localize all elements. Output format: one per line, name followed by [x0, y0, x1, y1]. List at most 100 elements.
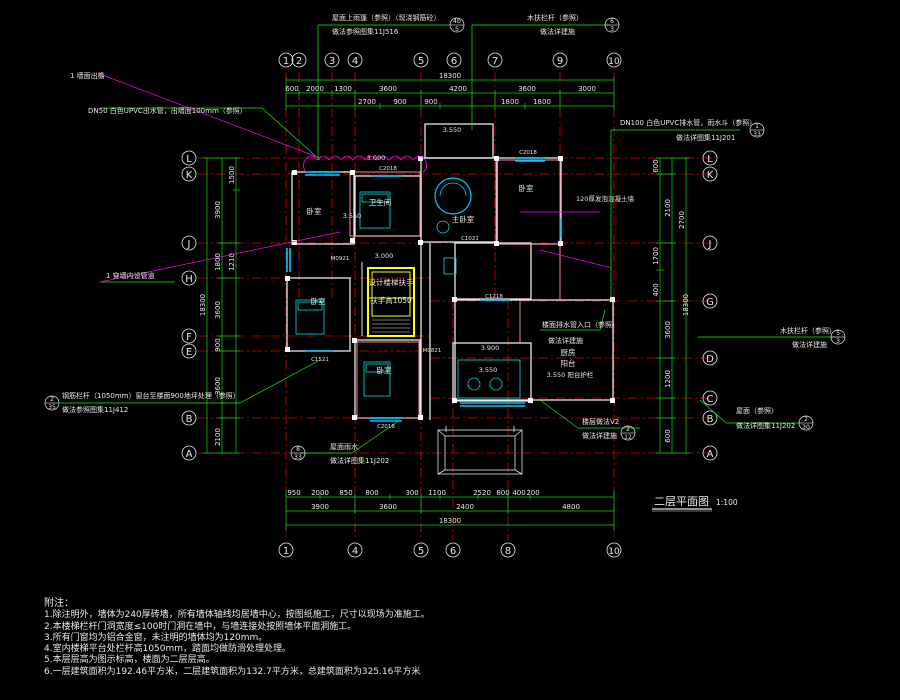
room-name: 厨房 — [561, 347, 576, 357]
note-line: 4.室内楼梯平台处栏杆高1050mm，踏面均做防滑处理处理。 — [44, 644, 292, 655]
dim-total-bottom: 18300 — [439, 517, 461, 525]
dimension-text-bottom: 950 2000 850 800 300 1100 2520 800 400 2… — [287, 489, 580, 525]
callout-page: 3 — [610, 26, 614, 33]
dim-value: 1500 — [228, 166, 236, 184]
axis-label: 4 — [352, 56, 358, 67]
room-name: 卧室 — [311, 296, 326, 306]
dim-value: 2700 — [358, 98, 376, 106]
elevation: 3.550 — [343, 212, 362, 220]
axis-label: 9 — [557, 56, 563, 67]
annotation-sub: 做法详建施 — [792, 340, 827, 349]
dim-value: 850 — [339, 489, 352, 497]
dim-value: 950 — [287, 489, 300, 497]
annotation-text: 楼层做法V2 — [582, 417, 619, 426]
callout-page: 5 — [455, 26, 459, 33]
detail-callout: 2 30 — [798, 415, 814, 431]
notes-title: 附注： — [44, 598, 74, 609]
dim-value: 4200 — [449, 85, 467, 93]
dim-value: 1800 — [533, 98, 551, 106]
detail-callout: 6 3 — [604, 17, 620, 33]
axis-label: C — [707, 394, 714, 405]
dim-value: 1700 — [652, 247, 660, 265]
stair-sub: 扶手高1050 — [370, 295, 412, 305]
dim-total-left: 18300 — [199, 294, 207, 316]
axis-label: 1 — [283, 546, 289, 557]
callout-num: 2 — [626, 426, 630, 433]
annotation-sub: 做法详建施 — [582, 431, 617, 440]
wall-kitchen — [452, 342, 532, 402]
detail-callouts: 4b 5 6 3 1 33 5 3 2 35 — [44, 17, 846, 461]
axis-label: E — [186, 347, 192, 358]
axis-label: 3 — [329, 56, 335, 67]
dim-value: 3600 — [214, 377, 222, 395]
axis-label: G — [706, 297, 714, 308]
callout-leaders — [99, 73, 613, 283]
bay-note: 3.550 阳台护栏 — [547, 370, 594, 379]
elevation: 3.000 — [367, 154, 386, 162]
window-tag: C1021 — [461, 236, 479, 242]
callout-num: 6 — [610, 18, 614, 25]
callout-page: 12 — [624, 434, 632, 441]
annotation-text: 1 墙面出檐 — [70, 71, 105, 80]
dim-value: 3600 — [214, 301, 222, 319]
callout-num: 2 — [50, 396, 54, 403]
general-notes: 附注： 1.除注明外，墙体为240厚砖墙，所有墙体轴线均居墙中心，按图纸施工，尺… — [44, 598, 604, 678]
axis-bubbles-bottom: 1 4 5 6 8 10 — [278, 542, 622, 558]
detail-callout: 2 35 — [44, 395, 60, 411]
annotation-sub: 做法参照图集11J412 — [62, 405, 128, 414]
dim-value: 2700 — [678, 211, 686, 229]
callout-num: 2 — [804, 416, 808, 423]
wall-master-bedroom — [420, 157, 498, 243]
partitions — [349, 159, 561, 419]
axis-label: K — [707, 170, 714, 181]
dimensions-top — [285, 77, 615, 110]
note-line: 5.本层层高为图示标高，楼面为二层层高。 — [44, 655, 215, 666]
axis-label: 2 — [296, 56, 302, 67]
detail-callout: 2 12 — [620, 425, 636, 441]
annotation-texts: 屋面上雨篷（参照）（现浇钢筋砼） 做法参照图集11J516 木扶栏杆（参照） 做… — [62, 13, 836, 465]
axis-label: 10 — [608, 57, 620, 67]
dim-value: 2520 — [473, 489, 491, 497]
wall-bedroom-ne — [496, 157, 562, 245]
elevation: 3.550 — [479, 366, 498, 374]
callout-num: 8 — [296, 446, 300, 453]
dim-value: 600 — [652, 159, 660, 172]
axis-label: D — [706, 354, 714, 365]
window-tag: M0821 — [423, 348, 442, 354]
axis-bubbles-left: L K J H F E B A — [181, 150, 197, 461]
dimensions-bottom — [285, 490, 615, 530]
axis-label: B — [707, 414, 714, 425]
room-name: 卧室 — [519, 183, 534, 193]
annotation-text: DN100 白色UPVC排水管，雨水斗（参照） — [620, 118, 756, 127]
dimensions-left — [203, 157, 240, 454]
columns — [285, 156, 615, 420]
axis-label: H — [185, 274, 193, 285]
axis-label: 1 — [283, 56, 289, 67]
axis-label: 5 — [418, 546, 424, 557]
dimensions-right — [656, 157, 690, 454]
axis-label: 6 — [451, 56, 457, 67]
dim-value: 3600 — [379, 85, 397, 93]
axis-label: A — [707, 449, 714, 460]
dim-value: 3600 — [664, 321, 672, 339]
axis-label: B — [186, 414, 193, 425]
window-tag: C2018 — [379, 166, 397, 172]
dim-value: 400 — [652, 283, 660, 296]
axis-label: A — [186, 449, 193, 460]
annotation-text: 屋面（参照） — [736, 406, 778, 415]
window-tags: C2018 M0921 C1021 C2018 M0821 C1521 C201… — [311, 150, 537, 430]
wall-bedroom-sw — [354, 339, 421, 419]
dim-value: 2000 — [311, 489, 329, 497]
annotation-text: 木扶栏杆（参照） — [527, 13, 583, 22]
wall-note: 120厚发泡混凝土墙 — [576, 194, 634, 203]
annotation-text: DN50 白色UPVC出水管，出墙面100mm（参照） — [88, 106, 247, 115]
dim-value: 3600 — [518, 85, 536, 93]
dim-value: 2000 — [306, 85, 324, 93]
dim-value: 4800 — [562, 503, 580, 511]
dim-value: 2100 — [664, 199, 672, 217]
dim-value: 600 — [285, 85, 298, 93]
elevation: 3.550 — [443, 126, 462, 134]
wall-kitchen-block — [454, 299, 614, 401]
dim-value: 2100 — [214, 428, 222, 446]
dim-value: 1800 — [501, 98, 519, 106]
